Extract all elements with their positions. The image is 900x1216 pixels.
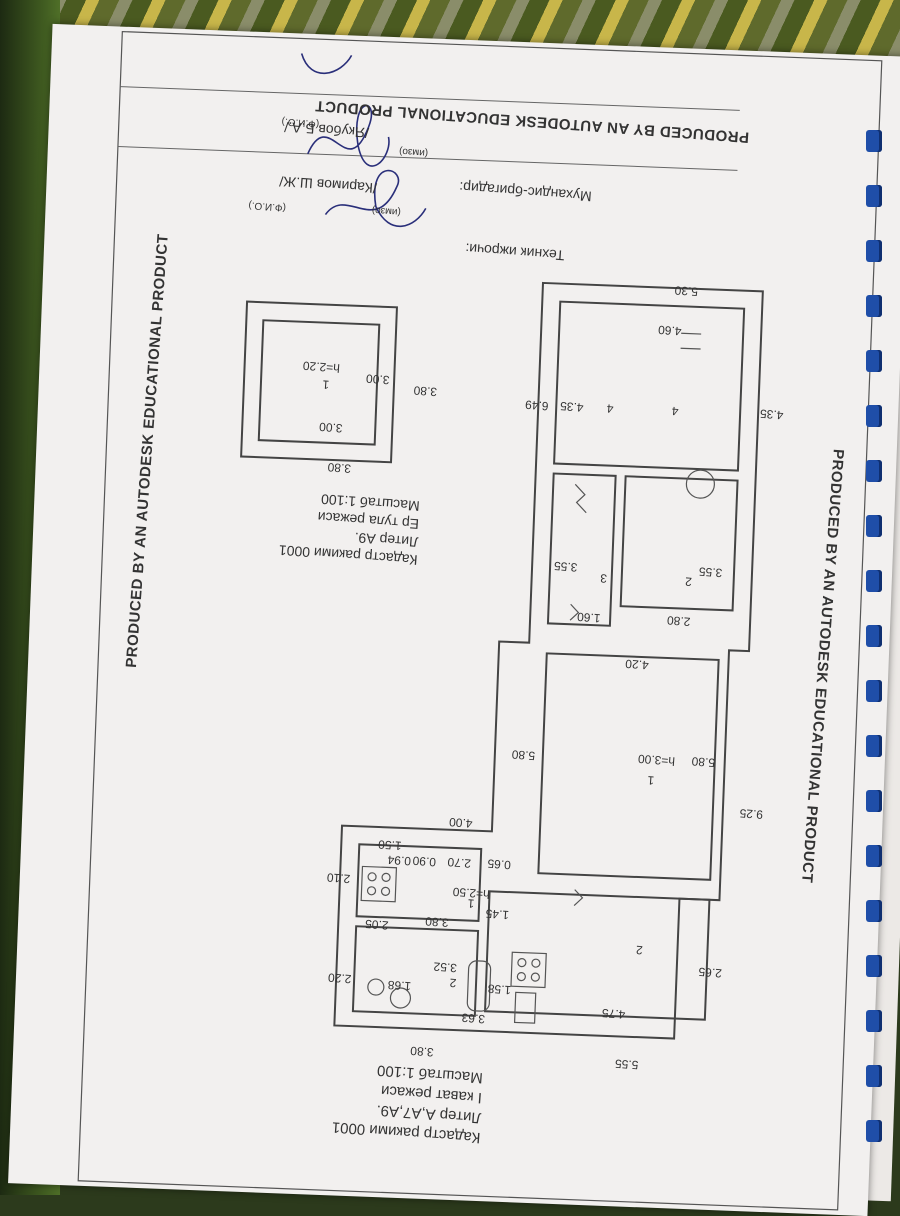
- dim-2-65: 2.65: [698, 964, 723, 981]
- binding-ring: [866, 185, 882, 207]
- dim-4-75: 4.75: [601, 1005, 626, 1022]
- basement-outer-top: 3.80: [327, 460, 352, 476]
- binding-ring: [866, 240, 882, 262]
- dim-1-68: 1.68: [387, 977, 412, 994]
- dim-5-80-a: 5.80: [691, 754, 716, 770]
- binding-ring: [866, 1120, 882, 1142]
- dim-3-52: 3.52: [433, 959, 458, 976]
- room-1-label: 1: [647, 773, 655, 788]
- binding-ring: [866, 625, 882, 647]
- toilet-icon: [367, 978, 385, 996]
- dim-3-55-a: 3.55: [698, 564, 723, 581]
- paper-sheet: PRODUCED BY AN AUTODESK EDUCATIONAL PROD…: [8, 23, 900, 1216]
- room-1-height: h=3.00: [637, 751, 676, 769]
- dim-5-30: 5.30: [674, 283, 699, 299]
- dim-4-20: 4.20: [624, 656, 650, 673]
- dim-1-60: 1.60: [576, 609, 601, 626]
- dim-0-65: 0.65: [487, 856, 512, 873]
- dim-1-45: 1.45: [485, 906, 510, 923]
- binding-ring: [866, 680, 882, 702]
- bathtub-icon: [466, 960, 492, 1012]
- dim-3-80-b: 3.80: [409, 1043, 435, 1060]
- dim-2-05: 2.05: [364, 916, 389, 933]
- signature-scribbles: [300, 53, 427, 228]
- room-2a-label: 2: [684, 574, 693, 589]
- dim-9-25: 9.25: [739, 806, 764, 822]
- dim-0-94: 0.94: [387, 852, 412, 869]
- dim-1-50: 1.50: [377, 837, 403, 853]
- binding-ring: [866, 1010, 882, 1032]
- stove-icon: [360, 865, 398, 903]
- dim-2-70: 2.70: [447, 854, 472, 871]
- binding-ring: [866, 460, 882, 482]
- wc-fixture: [685, 469, 715, 499]
- dim-3-80-a: 3.80: [424, 914, 450, 930]
- binding-ring: [866, 130, 882, 152]
- binding-ring: [866, 735, 882, 757]
- sink-cabinet: [513, 991, 537, 1024]
- basement-inner-side: 3.00: [365, 371, 390, 388]
- dim-0-90: 0.90: [412, 853, 437, 870]
- technician-sign-hint: (имзо): [371, 204, 402, 218]
- page-frame: [77, 30, 883, 1211]
- basement-room-height: h=2.20: [302, 358, 341, 376]
- room-1b-height: h=2.50: [452, 884, 491, 902]
- binding-ring: [866, 405, 882, 427]
- dim-2-10: 2.10: [326, 870, 351, 886]
- dim-4-35-a: 4.35: [759, 406, 784, 423]
- main-building-outline: [333, 281, 764, 1040]
- dim-5-80-b: 5.80: [511, 747, 536, 763]
- sink-icon: [389, 987, 412, 1009]
- room-4-label: 4: [671, 403, 679, 419]
- dim-3-55-b: 3.55: [553, 558, 578, 575]
- dim-6-49: 6.49: [524, 397, 550, 414]
- dim-5-55: 5.55: [614, 1056, 639, 1073]
- binding-ring: [866, 955, 882, 977]
- room-2c-label: 2: [449, 975, 457, 991]
- basement-outer-side: 3.80: [413, 383, 438, 399]
- dim-2-80: 2.80: [666, 613, 691, 629]
- dim-4-35-b: 4.35: [559, 398, 585, 415]
- dim-4-00: 4.00: [448, 814, 473, 831]
- engineer-sign-hint: (имзо): [398, 145, 429, 159]
- binding-ring: [866, 570, 882, 592]
- floor-plan-drawing: [77, 30, 883, 1211]
- room-4-sub: 4: [606, 401, 614, 416]
- basement-room-no: 1: [321, 377, 330, 392]
- dim-1-58: 1.58: [487, 981, 512, 998]
- binding-ring: [866, 900, 882, 922]
- binding-ring: [866, 790, 882, 812]
- basement-inner-top: 3.00: [318, 419, 344, 436]
- basement-outline: [240, 300, 398, 464]
- dim-4-60: 4.60: [657, 322, 683, 339]
- binding-ring: [866, 845, 882, 867]
- binding-ring: [866, 350, 882, 372]
- binding-ring: [866, 295, 882, 317]
- binding-ring: [866, 515, 882, 537]
- room-3-label: 3: [599, 571, 608, 586]
- stove-icon-2: [510, 951, 547, 989]
- room-2b-label: 2: [635, 942, 644, 958]
- dim-2-20: 2.20: [327, 970, 352, 987]
- dim-3-63: 3.63: [461, 1010, 486, 1027]
- binding-ring: [866, 1065, 882, 1087]
